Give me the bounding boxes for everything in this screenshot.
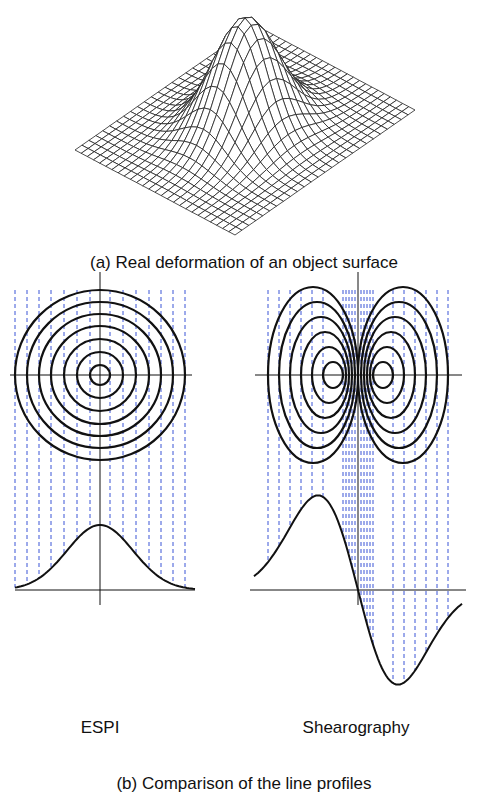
dashed-line (323, 290, 324, 497)
dashed-line (185, 290, 186, 588)
caption: (a) Real deformation of an object surfac… (90, 253, 398, 273)
dashed-line (123, 290, 124, 539)
dashed-line (279, 290, 280, 546)
deformation-mesh (75, 17, 415, 235)
dashed-line (437, 290, 438, 634)
dashed-line (64, 290, 65, 554)
dashed-line (367, 290, 368, 624)
projection-lines (15, 290, 448, 683)
dashed-line (136, 290, 137, 554)
dashed-line (364, 290, 365, 613)
method-label: Shearography (303, 718, 410, 738)
dashed-line (349, 290, 350, 556)
dashed-line (268, 290, 269, 562)
mesh-cell (229, 227, 242, 235)
dashed-line (77, 290, 78, 539)
shearography-profile (254, 495, 462, 684)
dashed-line (415, 290, 416, 671)
dashed-line (15, 290, 16, 588)
caption: (b) Comparison of the line profiles (116, 774, 371, 794)
method-label: ESPI (81, 718, 120, 738)
axes (10, 272, 466, 605)
dashed-line (404, 290, 405, 683)
dashed-line (448, 290, 449, 618)
dashed-line (301, 290, 302, 510)
dashed-line (355, 290, 356, 578)
espi-profile (15, 525, 195, 589)
dashed-line (373, 290, 374, 645)
line-profiles (15, 495, 462, 684)
dashed-line (312, 290, 313, 497)
dashed-line (426, 290, 427, 653)
